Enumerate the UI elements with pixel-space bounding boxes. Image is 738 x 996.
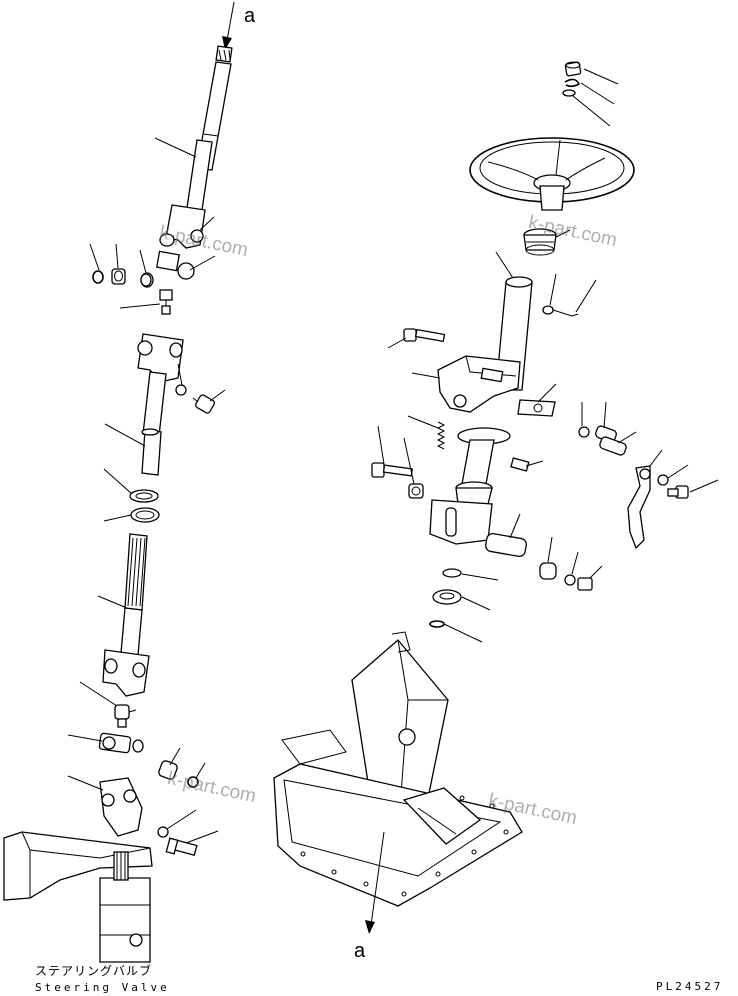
flat-washer-top [562,89,576,97]
left-bearing-cup [111,268,126,285]
middle-shaft [141,371,167,476]
grease-fitting-mid [192,394,215,414]
left-snap-ring [92,270,104,284]
washer-valve [157,826,169,838]
grease-fitting-upper [159,289,173,315]
column-cover-housing [351,631,449,809]
lock-plate [517,399,556,417]
lock-washer-top [564,78,581,88]
bushing-right [539,562,557,580]
small-nut-right [578,426,590,438]
snap-ring-lower [187,776,199,788]
lever-bolt [667,485,689,499]
upper-yoke [159,204,206,249]
steering-wheel-nut [564,61,582,77]
lever-washer [657,474,669,486]
guide-sleeve [485,532,527,558]
tilt-bolt [371,462,414,478]
stud-bolt [510,457,530,472]
column-sleeve [455,427,511,505]
steering-valve-label-jp: ステアリングバルブ [35,964,153,978]
wire-clip [542,305,579,317]
steering-wheel [469,137,635,211]
column-bearing [432,589,462,605]
valve-yoke [99,777,143,837]
long-bolt [403,328,446,343]
steering-valve-label-en: Steering Valve [35,981,170,994]
tilt-lever [627,465,651,550]
steering-valve-body [99,851,151,963]
bottom-reference-label: a [354,940,366,962]
seal-ring [129,489,159,503]
top-reference-label: a [244,5,256,27]
hex-nut-right [577,577,593,591]
lower-splined-shaft [120,533,148,656]
tension-spring [436,421,446,450]
column-snap-ring [429,620,445,628]
column-washer [442,568,462,578]
column-base-bracket [429,499,493,545]
lower-yoke [102,649,150,697]
cylinder-pin [599,436,627,456]
horn-collar [523,228,557,256]
reference-arrow-top [222,1,235,50]
splined-upper-shaft [186,45,233,211]
collar-nut [408,483,424,499]
elbow-fitting [114,704,137,728]
seal-cap [130,507,160,523]
right-leader-lines [377,68,719,643]
valve-mounting-bracket [3,831,153,901]
reference-arrow-bottom [365,831,385,934]
column-bracket [437,355,521,413]
left-leader-lines [67,137,226,844]
floor-plate [273,729,523,907]
small-washer-mid [175,384,187,396]
spring-washer-right [564,574,576,586]
left-washer [140,273,152,287]
bolt-valve [165,837,198,856]
lower-cross-joint [98,732,144,754]
drawing-code: PL24527 [656,980,724,993]
bearing-cup-lower [158,760,178,780]
